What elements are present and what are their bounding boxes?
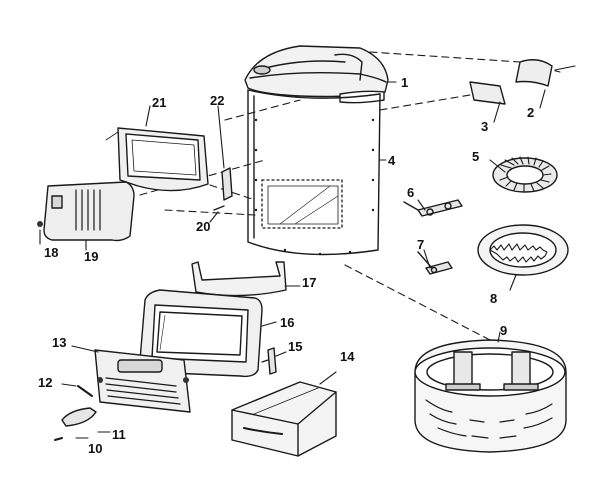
callout-16: 16 [280,315,295,330]
bracket-parts [213,167,277,375]
front-grille-part [94,349,191,413]
callout-6: 6 [407,185,415,200]
callout-11: 11 [112,427,126,442]
callout-19: 19 [84,249,99,264]
callout-7: 7 [417,237,425,252]
callout-22: 22 [210,93,225,108]
leader-lines [39,81,546,439]
top-hood-part [469,59,576,105]
callout-5: 5 [472,149,480,164]
cabinet-body [247,89,381,256]
callout-15: 15 [288,339,303,354]
callout-1: 1 [401,75,409,90]
left-heat-panel-part [105,127,209,192]
burner-grate-part [492,156,558,193]
drip-tray-part [191,261,287,297]
callout-4: 4 [388,153,396,168]
callout-2: 2 [527,105,535,120]
door-handle-part [54,385,97,441]
rivet-dots [254,118,375,256]
callout-12: 12 [38,375,53,390]
storage-drawer-part [231,381,337,457]
callout-8: 8 [490,291,498,306]
callout-20: 20 [196,219,211,234]
cabinet-top-cap [244,45,389,104]
callout-18: 18 [44,245,59,260]
base-ring-part [414,339,567,453]
callout-9: 9 [500,323,508,338]
callout-21: 21 [152,95,167,110]
igniter-parts [403,199,463,275]
callout-10: 10 [88,441,103,456]
left-side-cover-part [37,181,135,242]
callout-13: 13 [52,335,67,350]
callout-17: 17 [302,275,317,290]
callout-14: 14 [340,349,355,364]
callout-3: 3 [481,119,489,134]
gear-ring-part [477,224,569,276]
